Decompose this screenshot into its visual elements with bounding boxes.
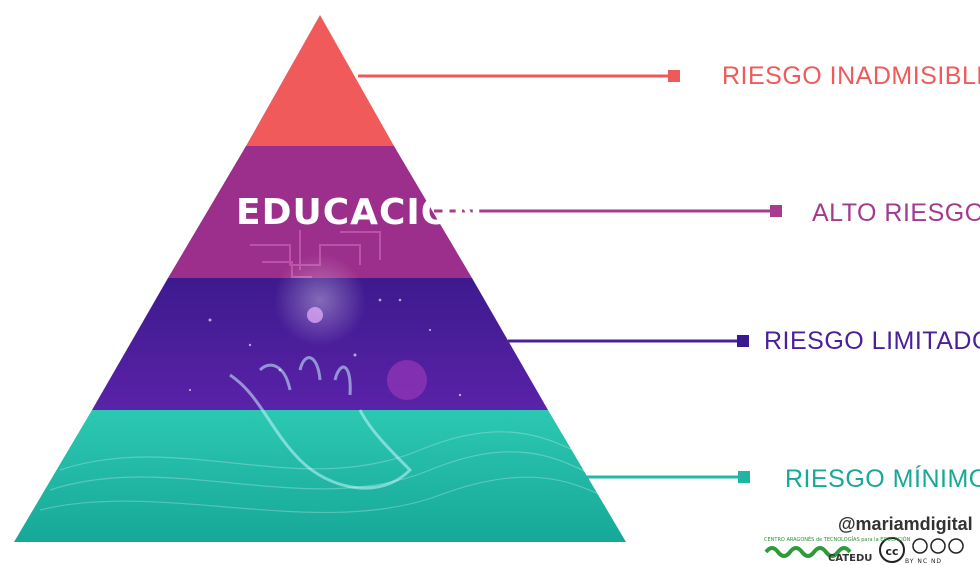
glow-orb: [307, 307, 323, 323]
catedu-logo-subtitle: CENTRO ARAGONÉS de TECNOLOGÍAS para la E…: [764, 537, 911, 543]
glow-orb: [387, 360, 427, 400]
flowing-waves: [39, 431, 623, 514]
pyramid-tier-high: [168, 146, 472, 278]
hand-outline: [229, 356, 413, 490]
catedu-logo: CENTRO ARAGONÉS de TECNOLOGÍAS para la E…: [764, 536, 974, 565]
svg-text:cc: cc: [885, 545, 898, 558]
risk-label-limited: RIESGO LIMITADO: [764, 327, 980, 355]
license-icons: cc: [879, 537, 964, 563]
connector-marker-limited: [737, 335, 749, 347]
risk-label-unacceptable: RIESGO INADMISIBLE: [722, 62, 980, 90]
connector-marker-minimal: [738, 471, 750, 483]
license-text: BY NC ND: [905, 558, 943, 565]
connector-marker-high: [770, 205, 782, 217]
author-handle: @mariamdigital: [838, 514, 973, 534]
pyramid-tier-unacceptable: [246, 15, 394, 146]
catedu-wave-logo: [764, 546, 852, 558]
risk-label-high: ALTO RIESGO: [812, 199, 980, 227]
connector-marker-unacceptable: [668, 70, 680, 82]
glow-orb: [274, 254, 366, 346]
pyramid-education-label: EDUCACIÓN: [236, 192, 484, 233]
catedu-logo-word: CATEDU: [828, 553, 873, 564]
risk-label-minimal: RIESGO MÍNIMO: [785, 465, 980, 493]
